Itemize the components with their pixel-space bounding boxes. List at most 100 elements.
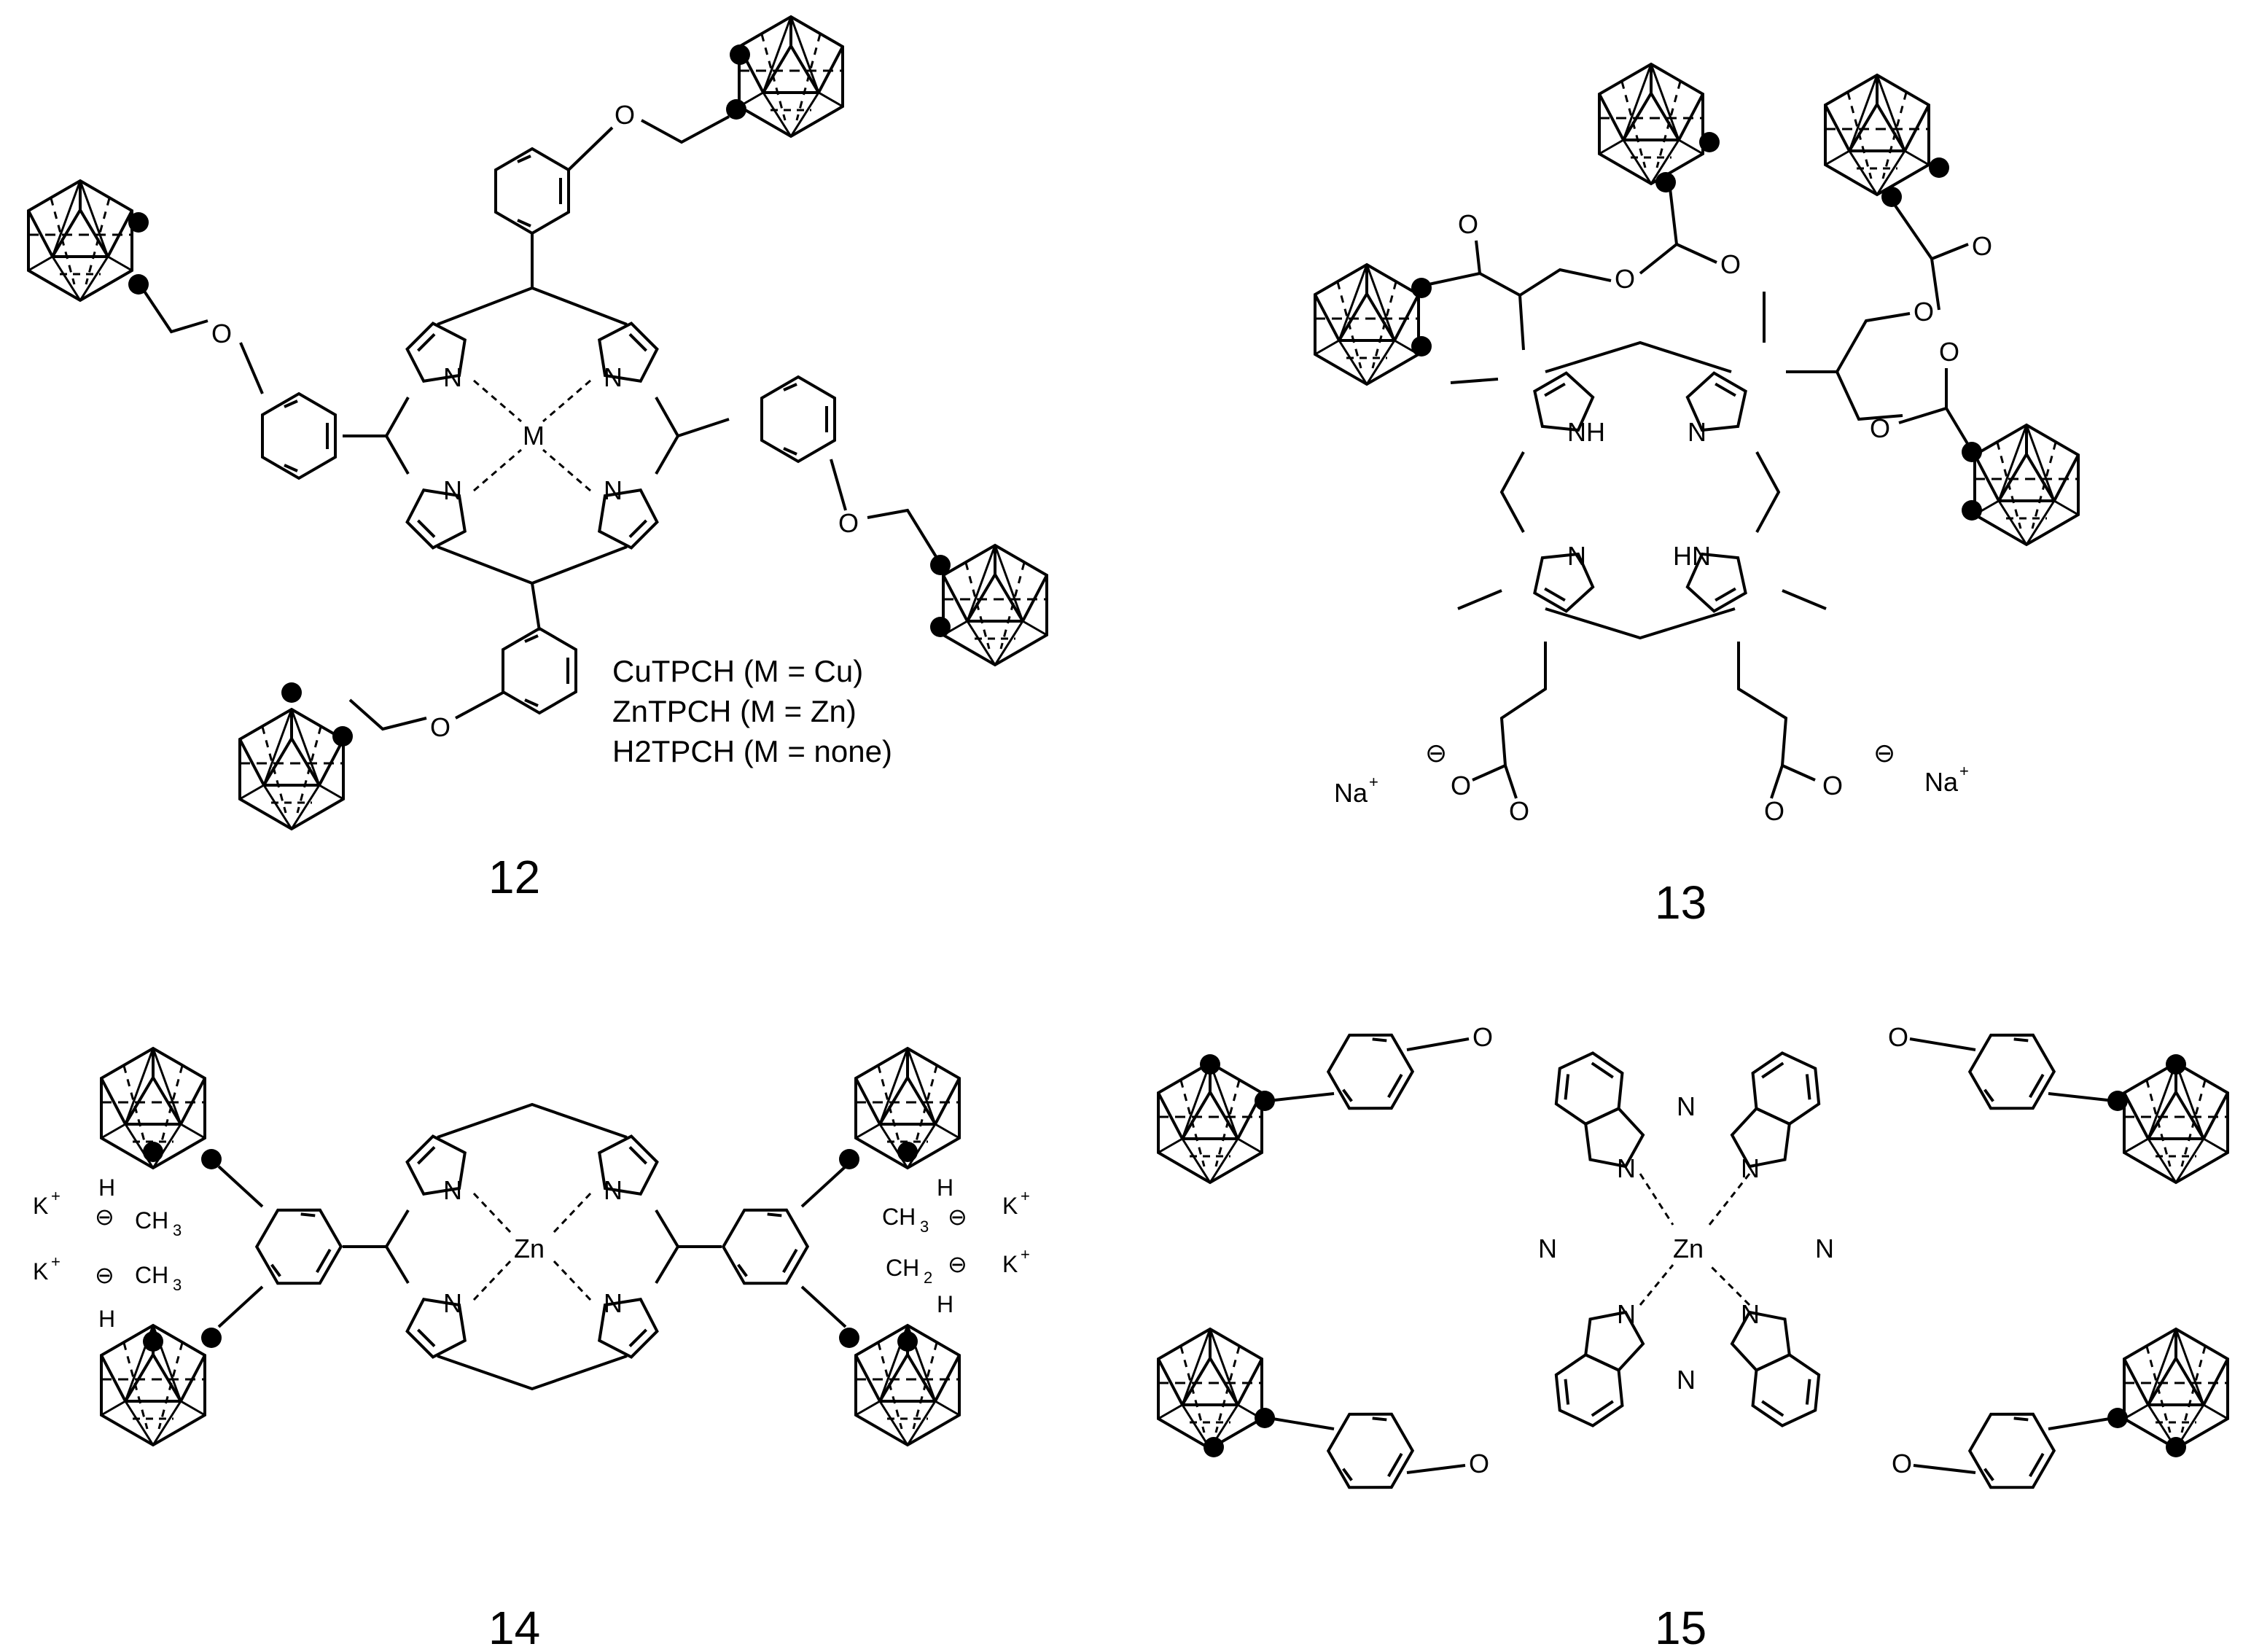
counterion-k: K [33, 1258, 48, 1285]
anion-charge: ⊖ [95, 1262, 114, 1288]
filled-circle-icon [1204, 1437, 1224, 1457]
methyl-subscript: 3 [173, 1276, 182, 1294]
filled-circle-icon [1200, 1054, 1220, 1075]
h-label: H [98, 1306, 115, 1332]
carborane-cage-icon [738, 15, 844, 138]
n-atom-label: N [1567, 541, 1586, 571]
carborane-cage-icon [1314, 263, 1420, 386]
o-atom-label: O [1892, 1449, 1912, 1478]
counterion-k: K [1002, 1251, 1018, 1277]
h-label: H [98, 1174, 115, 1201]
filled-circle-icon [143, 1331, 163, 1352]
anion-charge: ⊖ [95, 1204, 114, 1230]
methylene-subscript: 2 [924, 1269, 932, 1287]
nh-label: NH [1567, 417, 1605, 447]
filled-circle-icon [1881, 187, 1902, 207]
o-atom-label: O [1870, 413, 1890, 443]
filled-circle-icon [1655, 172, 1676, 192]
carborane-cage-icon [27, 179, 133, 302]
carborane-cage-icon [2123, 1061, 2229, 1184]
methyl-label: CH [882, 1204, 916, 1230]
n-atom-label: N [1815, 1234, 1834, 1263]
carborane-cage-icon [238, 708, 345, 830]
filled-circle-icon [726, 99, 746, 120]
o-atom-label: O [838, 508, 859, 538]
legend-line-cu: CuTPCH (M = Cu) [612, 654, 863, 688]
filled-circle-icon [930, 617, 951, 637]
methyl-subscript: 3 [173, 1221, 182, 1239]
filled-circle-icon [1699, 132, 1720, 152]
filled-circle-icon [1929, 157, 1949, 178]
hn-label: HN [1673, 541, 1711, 571]
compound-14: N N N N Zn H [33, 1047, 1030, 1652]
o-atom-label: O [1615, 264, 1635, 294]
o-atom-label: O [1972, 231, 1992, 261]
anion-charge: ⊖ [948, 1204, 967, 1230]
compound-number-12: 12 [488, 851, 540, 903]
anion-charge: ⊖ [948, 1251, 967, 1277]
methyl-subscript: 3 [920, 1217, 929, 1236]
counterion-k: K [33, 1193, 48, 1219]
compound-number-15: 15 [1655, 1602, 1706, 1652]
phthalocyanine-core-15: N N N N N N N N Zn [1538, 1043, 1834, 1435]
chlorin-core-13: NH N N HN O O O O ⊖ ⊖ Na + Na + [1334, 292, 1969, 826]
metal-label-zn: Zn [1673, 1234, 1704, 1263]
filled-circle-icon [930, 555, 951, 575]
methylene-label: CH [886, 1255, 919, 1281]
filled-circle-icon [1411, 278, 1432, 298]
n-atom-label: N [1741, 1299, 1760, 1329]
carborane-cage-icon [1973, 424, 2080, 546]
n-atom-label: N [604, 1288, 623, 1318]
n-atom-label: N [443, 1175, 462, 1205]
counterion-na: Na [1334, 778, 1368, 808]
filled-circle-icon [143, 1142, 163, 1162]
n-atom-label: N [1688, 417, 1706, 447]
legend-line-h2: H2TPCH (M = none) [612, 734, 892, 768]
filled-circle-icon [897, 1331, 918, 1352]
n-atom-label: N [604, 475, 623, 505]
filled-circle-icon [1411, 336, 1432, 356]
o-atom-label: O [1888, 1022, 1908, 1052]
filled-circle-icon [2166, 1437, 2186, 1457]
filled-circle-icon [839, 1149, 859, 1169]
filled-circle-icon [2107, 1091, 2128, 1111]
filled-circle-icon [1255, 1091, 1275, 1111]
filled-circle-icon [2107, 1408, 2128, 1428]
metal-label-m: M [523, 421, 545, 451]
n-atom-label: N [443, 475, 462, 505]
n-atom-label: N [1617, 1299, 1636, 1329]
counterion-charge: + [1959, 762, 1969, 780]
counterion-charge: + [51, 1252, 61, 1271]
filled-circle-icon [1255, 1408, 1275, 1428]
aryl-arms-12: O O O O [27, 15, 1048, 830]
n-atom-label: N [443, 362, 462, 392]
o-atom-label: O [211, 319, 232, 348]
filled-circle-icon [281, 682, 302, 703]
n-atom-label: N [443, 1288, 462, 1318]
methyl-label: CH [135, 1262, 168, 1288]
carborane-cage-icon [1598, 63, 1704, 185]
o-atom-label: O [1469, 1449, 1489, 1478]
counterion-na: Na [1924, 767, 1959, 797]
filled-circle-icon [332, 726, 353, 747]
counterion-charge: + [51, 1187, 61, 1205]
filled-circle-icon [1962, 500, 1982, 521]
porphyrin-core-12: N N N N M [384, 286, 680, 585]
counterion-k: K [1002, 1193, 1018, 1219]
compound-number-14: 14 [488, 1602, 540, 1652]
filled-circle-icon [201, 1149, 222, 1169]
h-label: H [937, 1291, 953, 1317]
n-atom-label: N [604, 1175, 623, 1205]
compound-15: N N N N N N N N Zn O O O O [1157, 1015, 2229, 1652]
o-atom-label: O [1458, 209, 1478, 239]
n-atom-label: N [1677, 1365, 1696, 1395]
porphyrin-core-14: N N N N Zn [384, 1102, 680, 1391]
o-atom-label: O [1822, 771, 1843, 800]
carborane-cage-icon [942, 544, 1048, 666]
filled-circle-icon [201, 1328, 222, 1348]
carborane-cage-icon [2123, 1328, 2229, 1450]
o-atom-label: O [1939, 337, 1959, 367]
filled-circle-icon [839, 1328, 859, 1348]
counterion-charge: + [1021, 1187, 1030, 1205]
